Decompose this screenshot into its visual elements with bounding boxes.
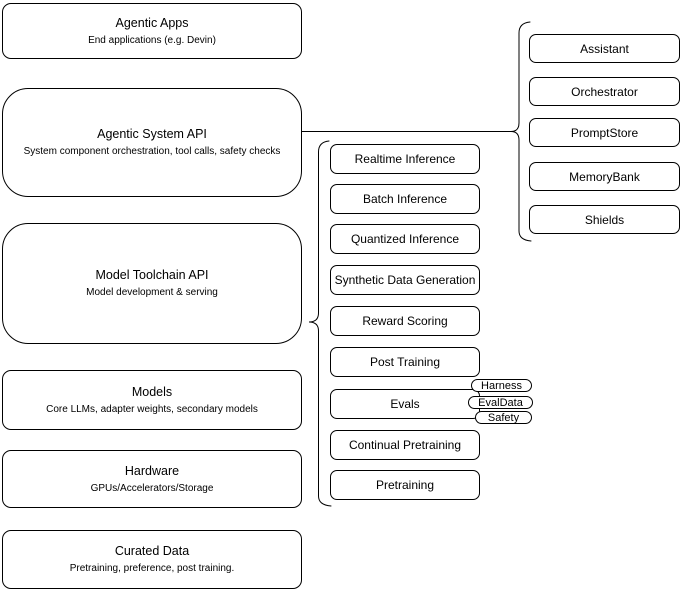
box-label: Synthetic Data Generation — [334, 273, 476, 287]
pill-label: Safety — [487, 411, 520, 424]
box-subtitle: Core LLMs, adapter weights, secondary mo… — [46, 403, 258, 415]
toolchain-box-quantized-inference: Quantized Inference — [330, 224, 480, 254]
agentic-system-api-box: Agentic System API System component orch… — [2, 88, 302, 197]
box-title: Model Toolchain API — [95, 268, 209, 282]
toolchain-box-synthetic-data-generation: Synthetic Data Generation — [330, 265, 480, 295]
box-label: Continual Pretraining — [348, 438, 462, 452]
box-title: Curated Data — [114, 544, 190, 558]
toolchain-box-reward-scoring: Reward Scoring — [330, 306, 480, 336]
eval-tag-evaldata: EvalData — [468, 396, 533, 409]
toolchain-box-post-training: Post Training — [330, 347, 480, 377]
component-box-shields: Shields — [529, 205, 680, 234]
toolchain-box-evals: Evals — [330, 389, 480, 419]
box-label: Realtime Inference — [354, 152, 456, 166]
box-label: Quantized Inference — [350, 232, 460, 246]
box-label: Post Training — [369, 355, 441, 369]
eval-tag-harness: Harness — [471, 379, 532, 392]
box-subtitle: Pretraining, preference, post training. — [69, 563, 235, 574]
box-title: Agentic System API — [97, 127, 207, 141]
toolchain-box-batch-inference: Batch Inference — [330, 184, 480, 214]
component-box-orchestrator: Orchestrator — [529, 77, 680, 106]
box-label: Assistant — [580, 41, 629, 56]
box-subtitle: Model development & serving — [86, 287, 218, 298]
model-toolchain-api-box: Model Toolchain API Model development & … — [2, 223, 302, 344]
eval-tag-safety: Safety — [475, 411, 532, 424]
models-box: Models Core LLMs, adapter weights, secon… — [2, 370, 302, 430]
box-label: Pretraining — [375, 478, 435, 492]
box-label: Orchestrator — [571, 84, 638, 99]
box-label: PromptStore — [570, 125, 639, 140]
hardware-box: Hardware GPUs/Accelerators/Storage — [2, 450, 302, 508]
box-label: Evals — [390, 397, 420, 411]
toolchain-box-realtime-inference: Realtime Inference — [330, 144, 480, 174]
box-label: MemoryBank — [569, 169, 640, 184]
box-title: Hardware — [124, 463, 180, 478]
box-label: Reward Scoring — [362, 314, 448, 328]
pill-label: Harness — [481, 379, 522, 392]
box-title: Models — [131, 384, 173, 399]
toolchain-box-pretraining: Pretraining — [330, 470, 480, 500]
box-subtitle: End applications (e.g. Devin) — [88, 34, 216, 46]
component-box-promptstore: PromptStore — [529, 118, 680, 147]
toolchain-brace — [308, 140, 332, 507]
curated-data-box: Curated Data Pretraining, preference, po… — [2, 530, 302, 589]
pill-label: EvalData — [478, 396, 523, 409]
component-box-memorybank: MemoryBank — [529, 162, 680, 191]
box-subtitle: GPUs/Accelerators/Storage — [90, 482, 214, 494]
box-title: Agentic Apps — [115, 15, 189, 30]
component-box-assistant: Assistant — [529, 34, 680, 63]
system-components-brace — [510, 21, 532, 242]
box-subtitle: System component orchestration, tool cal… — [23, 146, 281, 157]
agentic-apps-box: Agentic Apps End applications (e.g. Devi… — [2, 3, 302, 59]
toolchain-box-continual-pretraining: Continual Pretraining — [330, 430, 480, 460]
box-label: Batch Inference — [362, 192, 448, 206]
box-label: Shields — [584, 212, 625, 227]
